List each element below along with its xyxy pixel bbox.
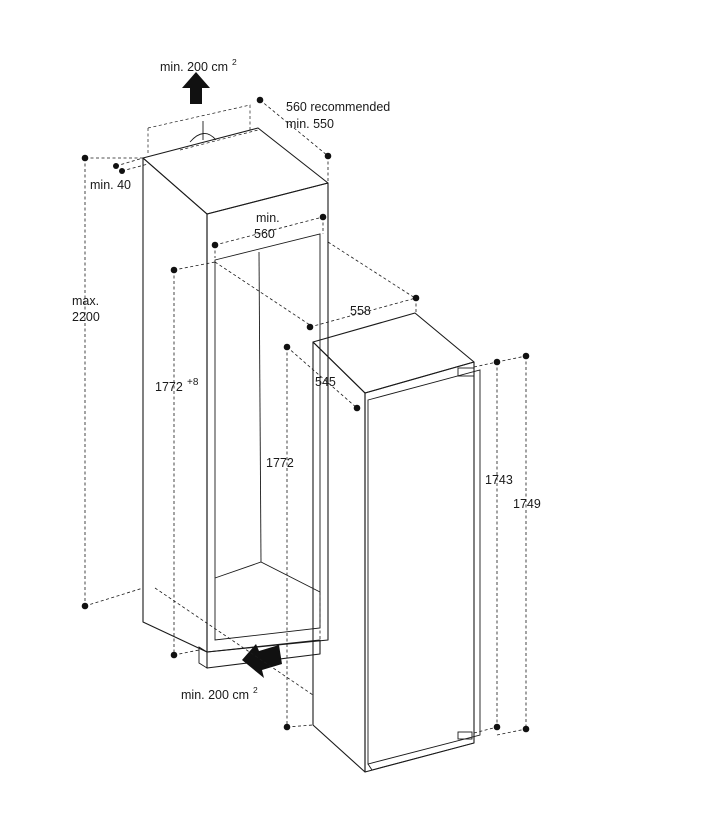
vent-top-superscript: 2	[232, 57, 237, 67]
door-hinge-bottom	[457, 731, 473, 740]
cabinet	[142, 127, 329, 669]
niche-height-tolerance: +8	[187, 377, 199, 388]
door-hinge-top	[457, 367, 475, 377]
appliance-front-frame	[364, 361, 475, 773]
overall-height-label: 1749	[513, 497, 541, 511]
depth-recommended-label: 560 recommended	[286, 100, 390, 114]
width-min-label: min.	[256, 211, 280, 225]
door-height-label: 1743	[485, 473, 513, 487]
dimension-labels: min. 200 cm 2 560 recommended min. 550 m…	[72, 57, 541, 702]
vent-bottom-superscript: 2	[253, 685, 258, 695]
appliance-top-face	[312, 312, 475, 394]
airflow-arrows	[182, 72, 282, 678]
vent-bottom-label: min. 200 cm	[181, 688, 249, 702]
appliance	[312, 312, 481, 773]
appliance-door	[367, 369, 481, 765]
niche-opening	[214, 233, 321, 641]
dimension-dots	[81, 96, 530, 733]
vent-flow-arc	[189, 133, 217, 143]
door-bottom-edge	[367, 742, 475, 771]
gap-min-label: min. 40	[90, 178, 131, 192]
cabinet-front-frame	[206, 182, 329, 653]
dimension-lines	[84, 99, 527, 736]
niche-inner-back-edge	[258, 251, 262, 563]
arrow-inflow-icon	[242, 644, 282, 678]
cabinet-side-face	[142, 157, 208, 653]
vent-top-label: min. 200 cm	[160, 60, 228, 74]
depth-min-label: min. 550	[286, 117, 334, 131]
height-max-label: max.	[72, 294, 99, 308]
width-min-value: 560	[254, 227, 275, 241]
plinth-side	[198, 646, 208, 669]
cabinet-top-face	[142, 127, 329, 215]
appliance-width-label: 558	[350, 304, 371, 318]
appliance-depth-label: 545	[315, 375, 336, 389]
top-vent-outline	[147, 104, 259, 155]
arrow-up-icon	[182, 72, 210, 104]
niche-inner-floor-edge	[214, 561, 321, 593]
height-max-value: 2200	[72, 310, 100, 324]
appliance-height-label: 1772	[266, 456, 294, 470]
niche-height-label: 1772	[155, 380, 183, 394]
